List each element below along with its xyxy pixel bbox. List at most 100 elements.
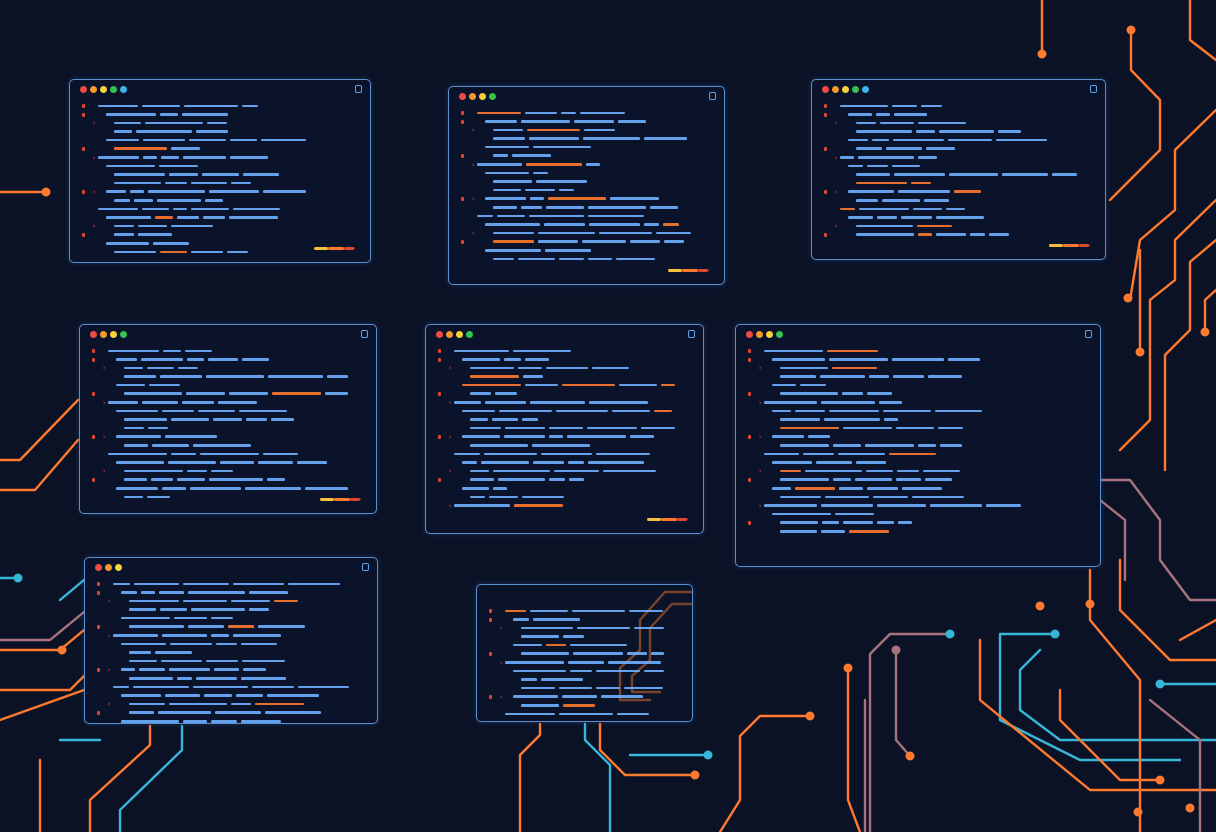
window-control-dot[interactable]	[466, 331, 473, 338]
fold-arrow-icon[interactable]: ›	[758, 501, 763, 510]
window-control-dot[interactable]	[456, 331, 463, 338]
fold-arrow-icon[interactable]: ›	[499, 624, 504, 633]
fold-arrow-icon[interactable]: ›	[448, 467, 453, 476]
code-token	[263, 452, 298, 456]
window-control-dot[interactable]	[110, 86, 117, 93]
circuit-node-icon	[1185, 803, 1195, 813]
window-control-dot[interactable]	[90, 86, 97, 93]
code-line	[434, 493, 693, 502]
fold-arrow-icon[interactable]: ›	[92, 119, 97, 128]
code-token	[216, 642, 237, 646]
code-token	[884, 418, 898, 421]
window-control-dot[interactable]	[115, 564, 122, 571]
fold-arrow-icon[interactable]: ›	[834, 187, 839, 196]
fold-arrow-icon[interactable]: ›	[448, 398, 453, 407]
code-line: ›	[744, 399, 1090, 408]
window-control-dot[interactable]	[120, 86, 127, 93]
fold-arrow-icon[interactable]: ›	[834, 222, 839, 231]
line-marker	[461, 119, 464, 124]
window-corner-icon[interactable]	[355, 85, 362, 93]
window-corner-icon[interactable]	[1090, 85, 1097, 93]
window-control-dot[interactable]	[446, 331, 453, 338]
window-control-dot[interactable]	[489, 93, 496, 100]
fold-arrow-icon[interactable]: ›	[448, 501, 453, 510]
code-token	[651, 652, 664, 656]
code-token	[630, 435, 654, 439]
window-control-dot[interactable]	[469, 93, 476, 100]
fold-arrow-icon[interactable]: ›	[107, 631, 112, 640]
window-corner-icon[interactable]	[1085, 330, 1092, 338]
fold-arrow-icon[interactable]: ›	[102, 364, 107, 373]
fold-arrow-icon[interactable]: ›	[102, 467, 107, 476]
window-control-dot[interactable]	[110, 331, 117, 338]
fold-arrow-icon[interactable]: ›	[92, 187, 97, 196]
fold-arrow-icon[interactable]: ›	[758, 432, 763, 441]
code-line	[434, 416, 693, 425]
code-token	[827, 349, 878, 353]
fold-arrow-icon[interactable]: ›	[92, 222, 97, 231]
code-token	[876, 113, 890, 116]
window-control-dot[interactable]	[832, 86, 839, 93]
code-token	[231, 599, 270, 603]
window-control-dot[interactable]	[862, 86, 869, 93]
code-token	[764, 401, 817, 404]
code-token	[563, 704, 595, 707]
window-control-dot[interactable]	[90, 331, 97, 338]
fold-arrow-icon[interactable]: ›	[834, 119, 839, 128]
window-control-dot[interactable]	[776, 331, 783, 338]
window-control-dot[interactable]	[766, 331, 773, 338]
circuit-trace	[1118, 558, 1216, 662]
fold-arrow-icon[interactable]: ›	[758, 398, 763, 407]
window-control-dot[interactable]	[436, 331, 443, 338]
code-token	[163, 349, 181, 353]
fold-arrow-icon[interactable]: ›	[107, 700, 112, 709]
window-control-dot[interactable]	[756, 331, 763, 338]
window-control-dot[interactable]	[842, 86, 849, 93]
window-control-dot[interactable]	[479, 93, 486, 100]
window-control-dot[interactable]	[822, 86, 829, 93]
window-control-dot[interactable]	[100, 331, 107, 338]
code-line	[820, 136, 1095, 145]
window-control-dot[interactable]	[100, 86, 107, 93]
window-corner-icon[interactable]	[362, 563, 369, 571]
fold-arrow-icon[interactable]: ›	[107, 665, 112, 674]
fold-arrow-icon[interactable]: ›	[448, 432, 453, 441]
code-line: ›	[485, 624, 682, 633]
window-control-dot[interactable]	[80, 86, 87, 93]
code-line	[88, 381, 366, 390]
window-control-dot[interactable]	[105, 564, 112, 571]
code-token	[129, 677, 173, 680]
window-control-dot[interactable]	[459, 93, 466, 100]
code-token	[495, 392, 517, 396]
fold-arrow-icon[interactable]: ›	[107, 597, 112, 606]
code-token	[525, 188, 555, 192]
code-token	[869, 375, 889, 378]
window-control-dot[interactable]	[746, 331, 753, 338]
fold-arrow-icon[interactable]: ›	[92, 153, 97, 162]
fold-arrow-icon[interactable]: ›	[471, 160, 476, 169]
fold-arrow-icon[interactable]: ›	[102, 432, 107, 441]
fold-arrow-icon[interactable]: ›	[758, 467, 763, 476]
window-control-dot[interactable]	[95, 564, 102, 571]
fold-arrow-icon[interactable]: ›	[834, 153, 839, 162]
fold-arrow-icon[interactable]: ›	[471, 126, 476, 135]
fold-arrow-icon[interactable]: ›	[102, 398, 107, 407]
window-corner-icon[interactable]	[709, 92, 716, 100]
code-line	[93, 692, 367, 701]
status-progress-bar: ▸	[668, 266, 710, 274]
code-line	[744, 356, 1090, 365]
fold-arrow-icon[interactable]: ›	[499, 658, 504, 667]
code-line	[485, 667, 682, 676]
line-marker	[82, 104, 85, 108]
fold-arrow-icon[interactable]: ›	[448, 364, 453, 373]
fold-arrow-icon[interactable]: ›	[758, 364, 763, 373]
progress-arrow-icon: ▸	[352, 244, 357, 252]
window-control-dot[interactable]	[852, 86, 859, 93]
window-control-dot[interactable]	[120, 331, 127, 338]
fold-arrow-icon[interactable]: ›	[499, 692, 504, 701]
window-corner-icon[interactable]	[361, 330, 368, 338]
fold-arrow-icon[interactable]: ›	[471, 229, 476, 238]
fold-arrow-icon[interactable]: ›	[471, 194, 476, 203]
window-corner-icon[interactable]	[688, 330, 695, 338]
code-line	[485, 684, 682, 693]
